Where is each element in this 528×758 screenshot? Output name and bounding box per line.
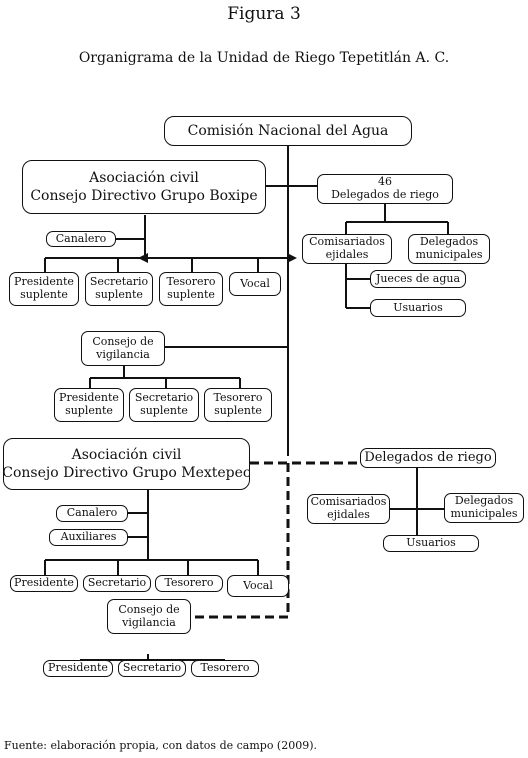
dashed-mextepec-consejo [191,463,290,619]
figure-source: Fuente: elaboración propia, con datos de… [4,739,318,752]
consejo1-link [89,346,288,388]
vocal-1-box: Vocal [229,272,281,296]
boxipe-subtree-line [44,215,288,272]
auxiliares-box: Auxiliares [49,529,128,546]
secretario-4-box: Secretario [118,660,186,677]
tesorero-4-box: Tesorero [191,660,259,677]
conagua-box: Comisión Nacional del Agua [164,116,412,146]
presidente-4-box: Presidente [43,660,113,677]
arrow-heads [138,253,297,263]
presidente-3-box: Presidente [10,575,78,592]
canalero-mextepec-box: Canalero [56,505,128,522]
mextepec-subtree-line [44,490,259,575]
usuarios-bottom-box: Usuarios [383,535,479,552]
delegados-subtree-line [345,204,449,235]
delegados-bottom-subtree-line [390,468,444,539]
canalero-boxipe-box: Canalero [46,231,116,247]
vocal-3-box: Vocal [227,575,289,597]
arrow-left-head [138,253,148,263]
usuarios-top-box: Usuarios [370,299,466,317]
tesorero-3-box: Tesorero [155,575,223,592]
arrow-right-head [287,253,297,263]
secretario-3-box: Secretario [83,575,151,592]
figure-title: Organigrama de la Unidad de Riego Tepeti… [78,50,450,66]
figure-number: Figura 3 [227,4,301,24]
delegados-riego-bottom-box: Delegados de riego [360,448,496,468]
jueces-agua-box: Jueces de agua [370,270,466,288]
comisariados-subtree-line [345,263,370,309]
